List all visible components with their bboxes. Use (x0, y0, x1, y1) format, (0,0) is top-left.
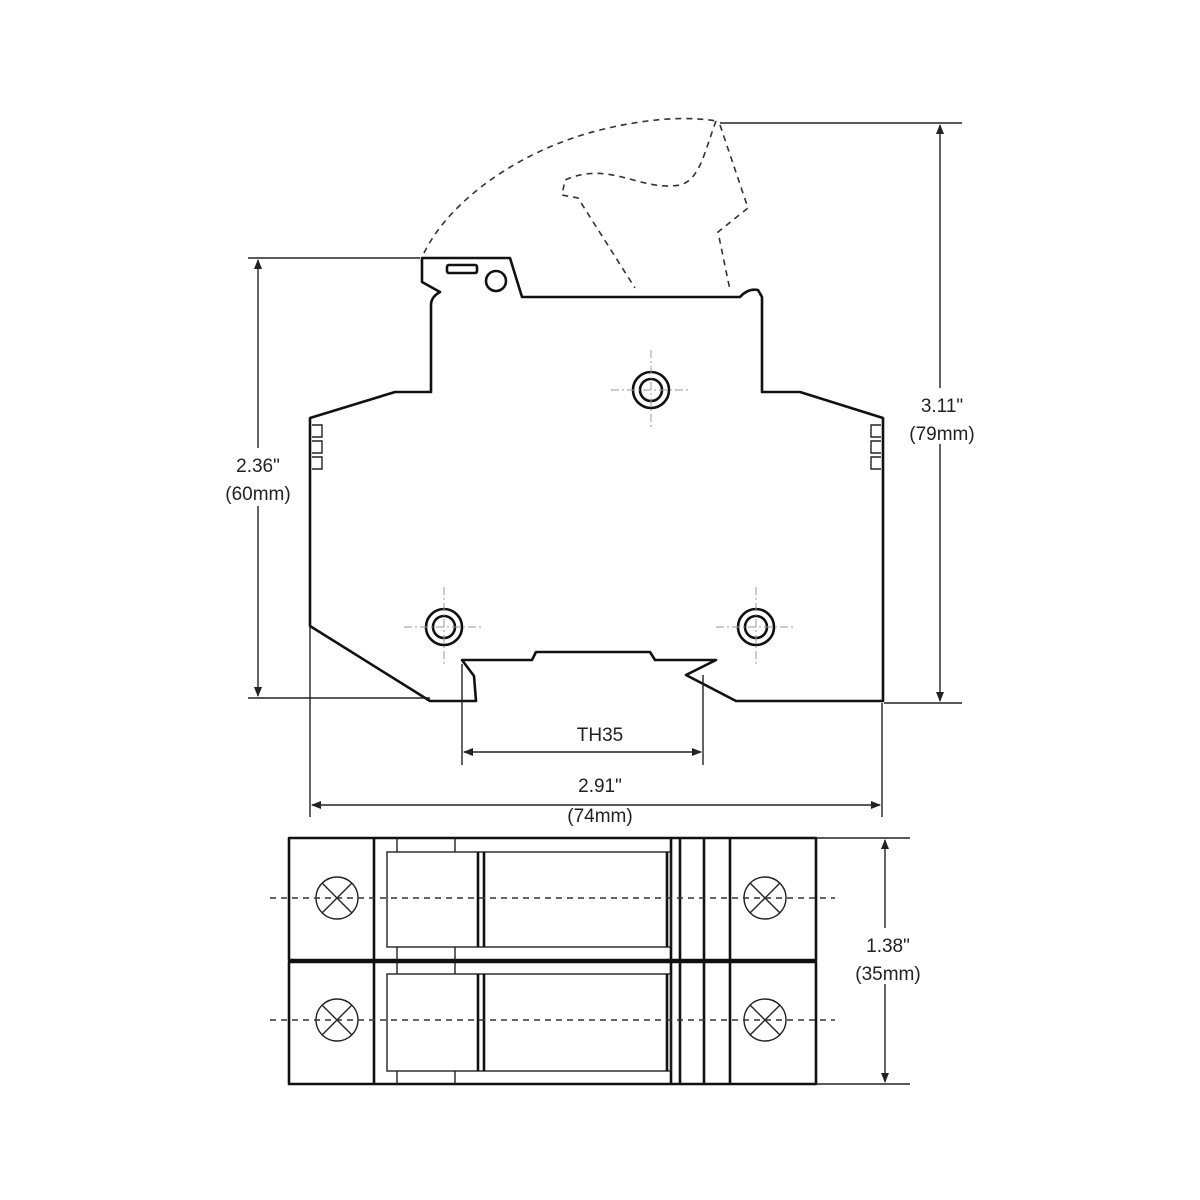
dimension-width: 2.91" (74mm) (309, 626, 883, 827)
side-view-body (308, 256, 885, 703)
open-handle-outline (423, 117, 749, 291)
dimension-body-height: 2.36" (60mm) (218, 257, 430, 699)
lever-slot (445, 263, 479, 275)
lever-pivot (484, 269, 508, 293)
dimension-total-height: 3.11" (79mm) (720, 122, 980, 704)
height-total-inch: 3.11" (921, 396, 963, 417)
rail-label: TH35 (577, 725, 623, 746)
depth-mm: (35mm) (855, 964, 920, 985)
depth-inch: 1.38" (866, 936, 910, 957)
dimension-rail: TH35 (461, 664, 704, 765)
terminal-screw-top (611, 350, 691, 430)
terminal-screw-bottom-left (404, 587, 484, 667)
top-view-module-2 (270, 960, 835, 1086)
height-body-mm: (60mm) (225, 484, 290, 505)
terminal-screw-bottom-right (716, 587, 796, 667)
height-total-mm: (79mm) (909, 424, 974, 445)
width-mm: (74mm) (567, 806, 632, 827)
dimension-module-depth: 1.38" (35mm) (816, 837, 930, 1085)
side-grip-right (870, 424, 881, 470)
side-grip-left (312, 424, 323, 470)
height-body-inch: 2.36" (236, 456, 280, 477)
width-inch: 2.91" (578, 776, 622, 797)
top-view-module-1 (270, 836, 835, 962)
